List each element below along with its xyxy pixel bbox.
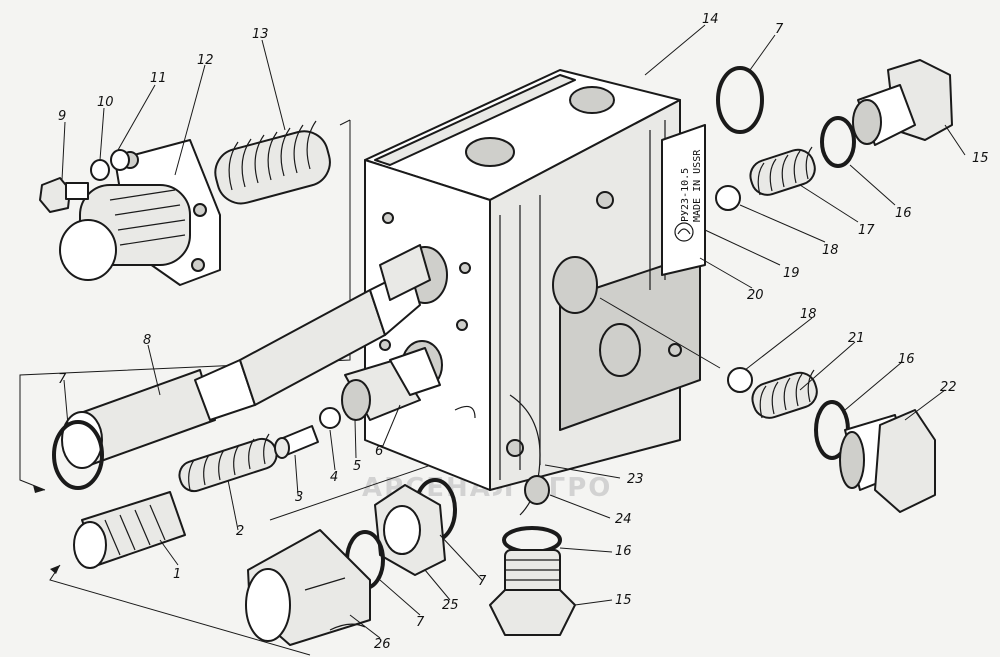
part-11-washer [110, 149, 130, 171]
label-26: 26 [374, 637, 391, 652]
part-4-ball [319, 407, 341, 429]
label-2: 2 [236, 524, 244, 539]
label-5: 5 [353, 459, 361, 474]
label-6: 6 [375, 444, 383, 459]
plate-logo [674, 222, 694, 242]
part-10-washer [90, 159, 110, 181]
part-8-spool [61, 244, 431, 469]
part-17-spring [749, 146, 816, 196]
part-18-ball-top [715, 185, 741, 211]
label-15-top: 15 [972, 151, 989, 166]
part-15-plug-lower [489, 549, 576, 636]
part-7-oring-left [52, 420, 104, 490]
label-25: 25 [442, 598, 459, 613]
label-16-middle: 16 [898, 352, 915, 367]
label-9: 9 [58, 109, 66, 124]
plate-origin: MADE IN USSR [692, 149, 703, 222]
part-22-plug [839, 409, 936, 513]
part-15-plug-top [852, 59, 953, 146]
part-26-cap [245, 529, 371, 646]
part-25-nut [374, 484, 446, 576]
label-3: 3 [295, 490, 303, 505]
label-20: 20 [747, 288, 764, 303]
part-16-oring-lower [502, 526, 562, 554]
label-7-top: 7 [775, 22, 784, 37]
label-13: 13 [252, 27, 269, 42]
leader-lines [61, 24, 966, 639]
part-3-plunger [274, 425, 319, 459]
label-1: 1 [173, 567, 181, 582]
label-19: 19 [783, 266, 800, 281]
label-8: 8 [143, 333, 151, 348]
label-7-lower-2: 7 [416, 615, 425, 630]
label-16-lower: 16 [615, 544, 632, 559]
part-1-screw [73, 491, 186, 569]
label-18-top: 18 [822, 243, 839, 258]
label-10: 10 [97, 95, 114, 110]
part-5-6-seat [341, 347, 441, 421]
part-12-cover [59, 139, 221, 286]
valve-body [364, 69, 706, 491]
label-14: 14 [702, 12, 719, 27]
part-18-ball-lower [727, 367, 753, 393]
label-16-top: 16 [895, 206, 912, 221]
label-24: 24 [615, 512, 632, 527]
part-21-spring [751, 369, 818, 419]
label-7-lower-1: 7 [478, 574, 487, 589]
label-12: 12 [197, 53, 214, 68]
part-2-spring [178, 433, 278, 493]
assembly-frame-upper [19, 119, 351, 493]
part-labels: 9 10 11 12 13 14 7 15 16 17 18 19 20 18 … [58, 12, 989, 652]
part-13-spring [214, 120, 331, 205]
part-9-bolt [39, 177, 89, 213]
part-16-oring-top [820, 116, 856, 168]
plate-model: РУ23-10.5 [680, 168, 691, 222]
label-7-left: 7 [58, 372, 67, 387]
label-15-lower: 15 [615, 593, 632, 608]
label-23: 23 [627, 472, 644, 487]
part-24-seal [524, 475, 550, 505]
part-7-oring-top-right [716, 66, 764, 134]
label-18-lower: 18 [800, 307, 817, 322]
label-11: 11 [150, 71, 167, 86]
label-21: 21 [848, 331, 865, 346]
label-4: 4 [330, 470, 338, 485]
label-22: 22 [940, 380, 957, 395]
label-17: 17 [858, 223, 875, 238]
